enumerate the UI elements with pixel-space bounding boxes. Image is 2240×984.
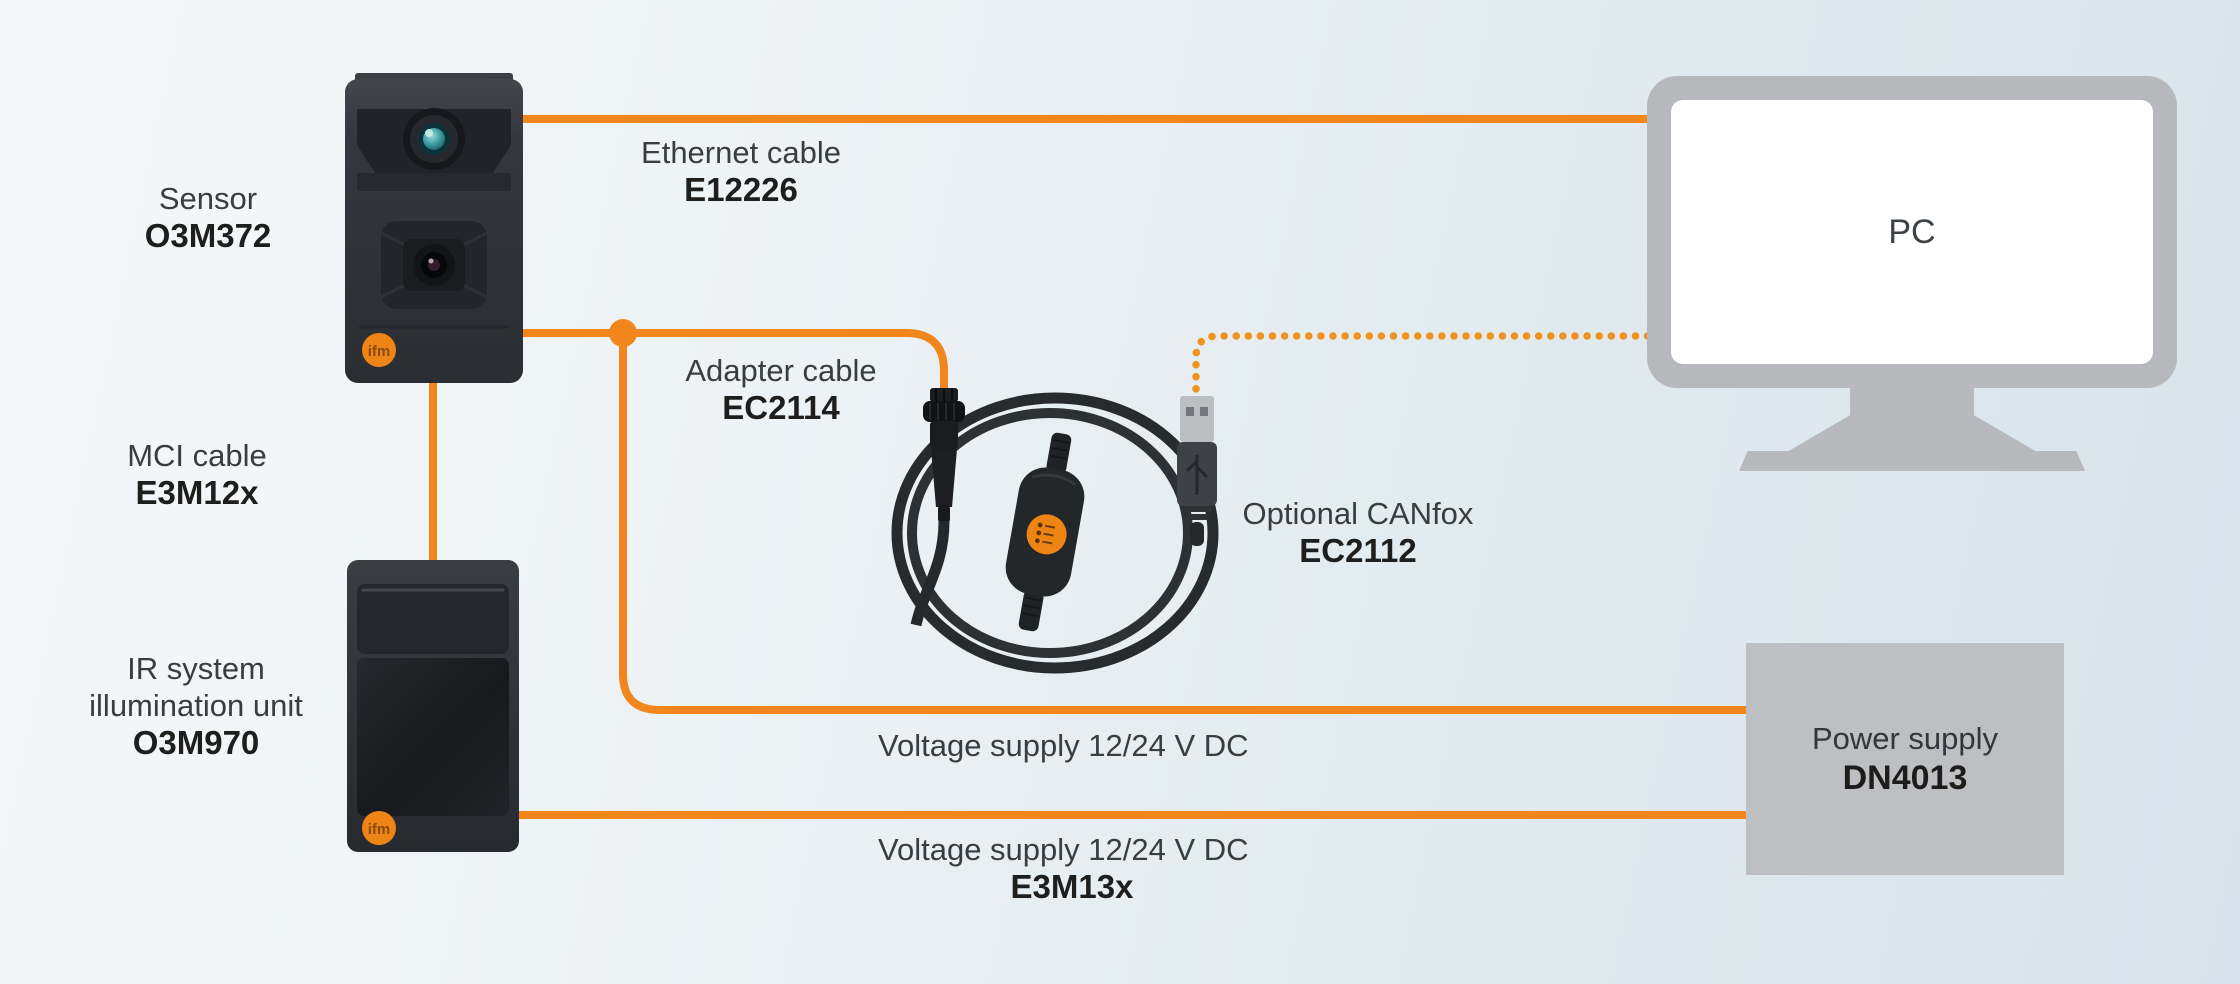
ethernet-cable-label: Ethernet cable E12226 bbox=[641, 135, 841, 208]
ifm-logo-icon: ifm bbox=[362, 811, 396, 845]
junction-dot bbox=[609, 319, 637, 347]
voltage-supply-sensor-line bbox=[619, 333, 1750, 714]
illumination-unit-graphic: ifm bbox=[347, 560, 519, 852]
usb-connector-icon bbox=[1177, 396, 1217, 546]
pc-label: PC bbox=[1888, 212, 1936, 251]
power-supply-title: Power supply bbox=[1811, 721, 1999, 756]
pc-monitor-stand-base bbox=[1739, 451, 2085, 471]
voltage-supply-illumination-label: Voltage supply 12/24 V DC E3M13x bbox=[878, 832, 1249, 905]
voltage-supply-sensor-label: Voltage supply 12/24 V DC bbox=[878, 728, 1249, 763]
power-supply-model: DN4013 bbox=[1842, 759, 1968, 797]
canfox-graphic bbox=[891, 388, 1219, 674]
ifm-logo-icon: ifm bbox=[362, 333, 396, 367]
cable-loop bbox=[891, 392, 1219, 674]
canfox-usb-dotted-line bbox=[1192, 332, 1654, 405]
sensor-device: ifm bbox=[343, 73, 525, 390]
illumination-unit-label: IR system illumination unit O3M970 bbox=[89, 651, 303, 761]
pc-monitor-screen: PC bbox=[1671, 100, 2153, 364]
svg-text:ifm: ifm bbox=[368, 821, 391, 838]
sensor-camera-lens-icon bbox=[413, 244, 455, 286]
pc-monitor: PC bbox=[1647, 76, 2177, 388]
illumination-window bbox=[357, 658, 509, 816]
canfox-led-label bbox=[1026, 514, 1067, 555]
adapter-cable-line bbox=[521, 329, 948, 392]
mci-cable-label: MCI cable E3M12x bbox=[127, 438, 267, 511]
canfox-body bbox=[1005, 432, 1085, 632]
sensor-camera-recess bbox=[380, 221, 488, 309]
sensor-main-lens-icon bbox=[403, 108, 465, 170]
svg-text:ifm: ifm bbox=[368, 343, 391, 360]
power-supply-box: Power supply DN4013 bbox=[1746, 643, 2064, 875]
sensor-label: Sensor O3M372 bbox=[144, 181, 272, 254]
adapter-cable-label: Adapter cable EC2114 bbox=[685, 353, 877, 426]
illumination-top-panel bbox=[357, 584, 509, 654]
m12-plug-icon bbox=[910, 388, 965, 627]
sensor-device-graphic: ifm bbox=[345, 73, 523, 383]
pc-monitor-stand-neck bbox=[1850, 387, 1974, 415]
sensor-upper-shadow bbox=[357, 173, 511, 191]
canfox-label: Optional CANfox EC2112 bbox=[1242, 496, 1474, 569]
canfox-adapter-device bbox=[860, 375, 1280, 712]
illumination-unit-device: ifm bbox=[345, 558, 521, 859]
